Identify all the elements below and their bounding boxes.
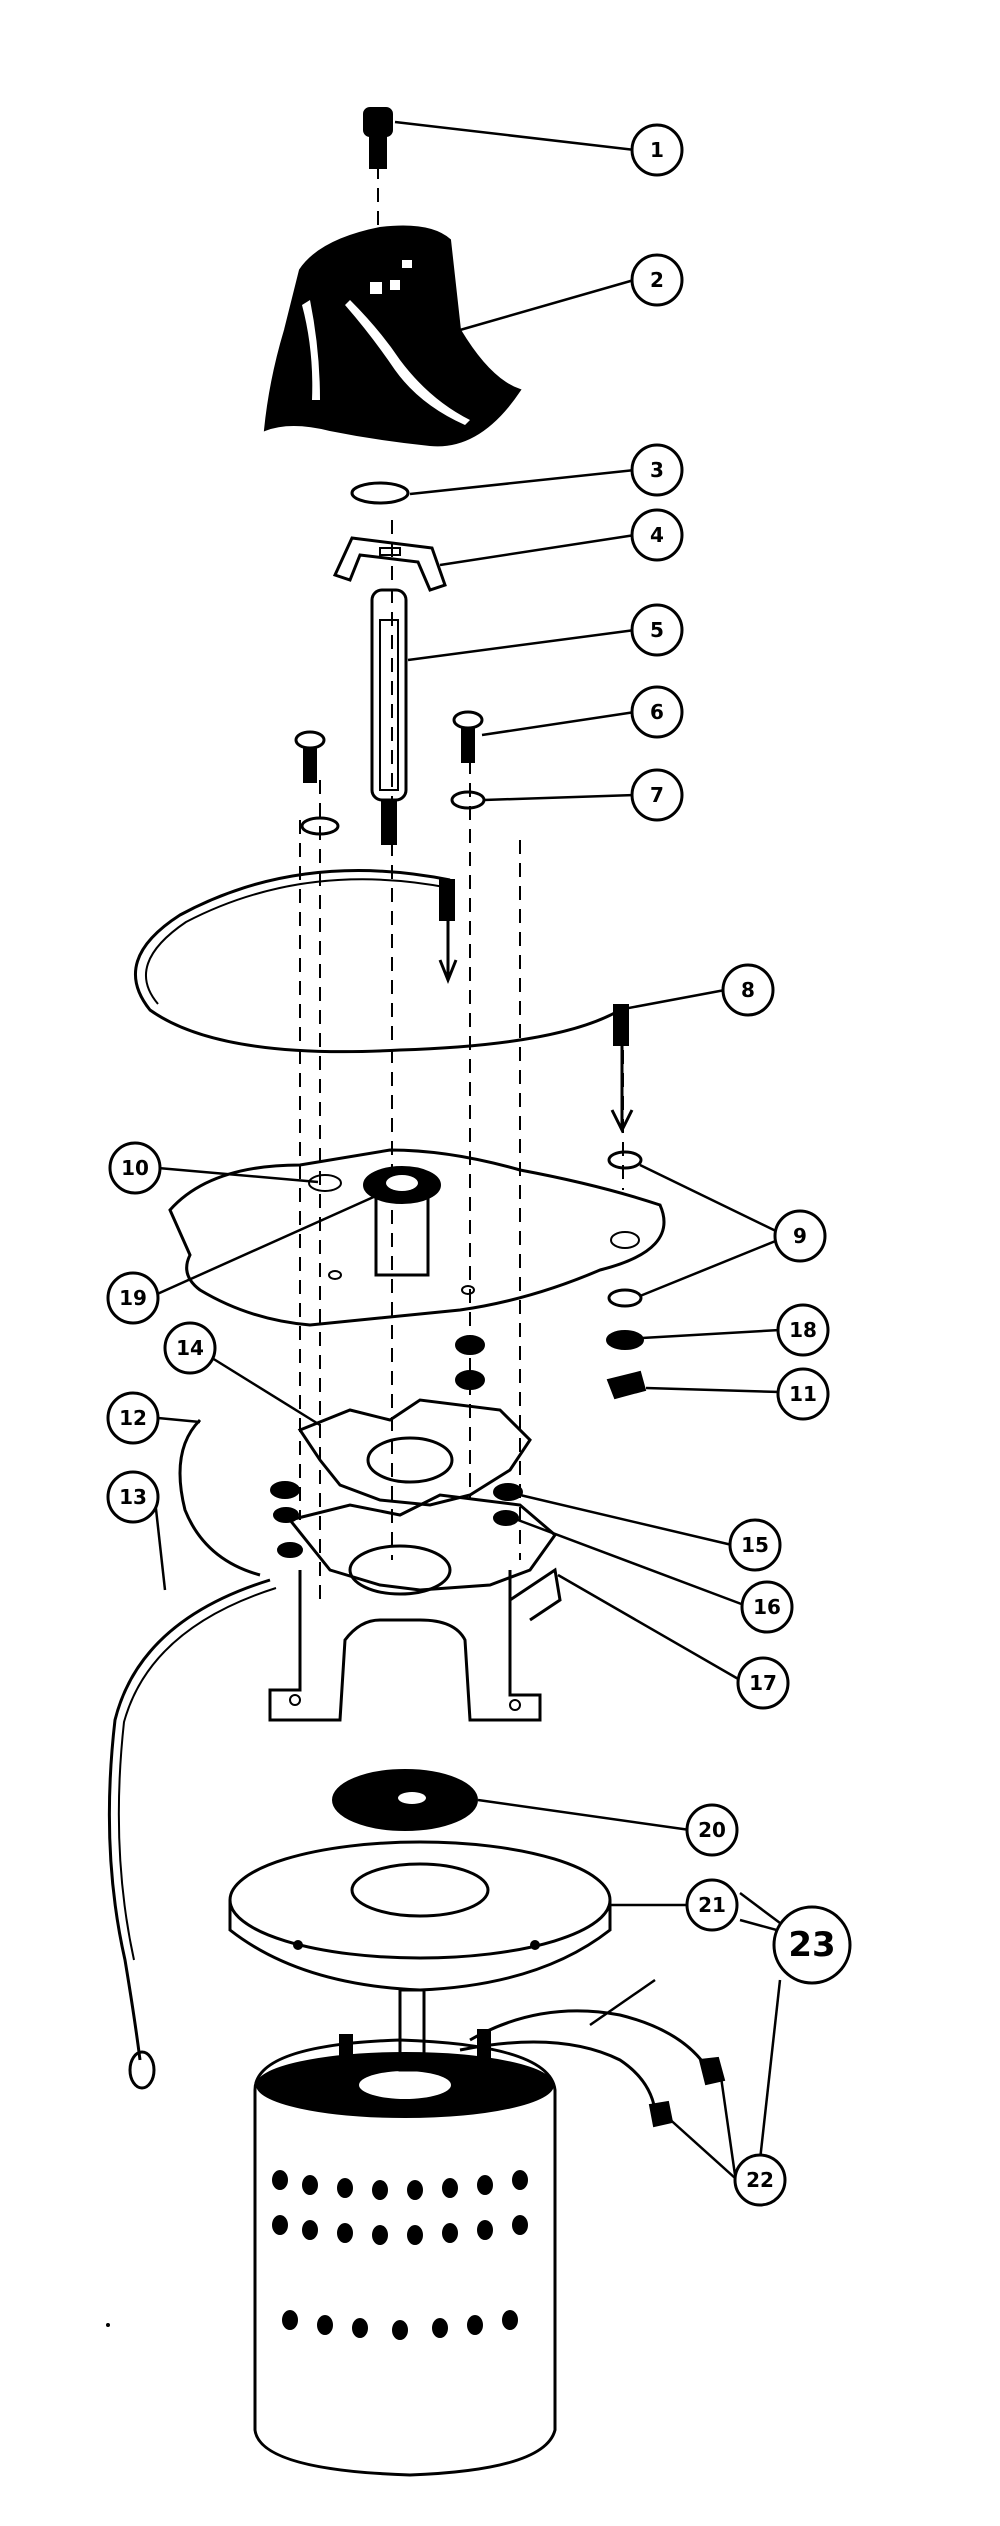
part-gasket-20	[332, 1769, 478, 1831]
callout-1: 1	[630, 123, 684, 177]
callout-12: 12	[106, 1391, 160, 1445]
part-screw-6	[294, 710, 484, 783]
callout-20: 20	[685, 1803, 739, 1857]
callout-label: 15	[741, 1533, 769, 1557]
callout-3: 3	[630, 443, 684, 497]
part-mounting-plate	[168, 1148, 666, 1327]
callout-17: 17	[736, 1656, 790, 1710]
callout-label: 3	[650, 458, 664, 482]
part-nuts-15-16	[270, 1481, 523, 1558]
callout-label: 17	[749, 1671, 777, 1695]
callout-label: 6	[650, 700, 664, 724]
part-motor	[253, 1988, 726, 2477]
callout-19: 19	[106, 1271, 160, 1325]
callout-7: 7	[630, 768, 684, 822]
part-bolt	[363, 107, 393, 169]
callout-label: 7	[650, 783, 664, 807]
part-washer-3	[350, 481, 410, 505]
callout-label: 18	[789, 1318, 817, 1342]
callout-label: 20	[698, 1818, 726, 1842]
callout-label: 21	[698, 1893, 726, 1917]
callout-16: 16	[740, 1580, 794, 1634]
callout-label: 10	[121, 1156, 149, 1180]
callout-label: 16	[753, 1595, 781, 1619]
part-wire-12	[178, 1418, 261, 1577]
callout-label: 9	[793, 1224, 807, 1248]
part-mounting-ring-21	[228, 1840, 612, 1992]
callout-label: 2	[650, 268, 664, 292]
part-washers-center	[455, 1335, 485, 1390]
callout-2: 2	[630, 253, 684, 307]
callout-label: 5	[650, 618, 664, 642]
callout-label: 22	[746, 2168, 774, 2192]
part-wire-harness-8	[134, 869, 634, 1134]
part-motor-bracket-17	[268, 1493, 562, 1722]
callout-label: 23	[788, 1925, 835, 1965]
callout-22: 22	[733, 2153, 787, 2207]
part-shaft-5	[370, 588, 408, 845]
callout-label: 8	[741, 978, 755, 1002]
callout-15: 15	[728, 1518, 782, 1572]
callout-6: 6	[630, 685, 684, 739]
callout-13: 13	[106, 1470, 160, 1524]
callout-8: 8	[721, 963, 775, 1017]
callout-11: 11	[776, 1367, 830, 1421]
callout-5: 5	[630, 603, 684, 657]
callout-18: 18	[776, 1303, 830, 1357]
part-ground-wire-13	[107, 1578, 277, 2090]
callout-label: 14	[176, 1336, 204, 1360]
callout-4: 4	[630, 508, 684, 562]
part-bracket-4	[332, 536, 447, 592]
callout-9: 9	[773, 1209, 827, 1263]
callout-10-left: 10	[108, 1141, 162, 1195]
callout-14: 14	[163, 1321, 217, 1375]
part-upper-bracket-14	[297, 1398, 532, 1507]
callout-label: 19	[119, 1286, 147, 1310]
callout-label: 4	[650, 523, 664, 547]
callout-label: 1	[650, 138, 664, 162]
callout-label: 11	[789, 1382, 817, 1406]
callout-23: 23	[772, 1905, 852, 1985]
part-fan-blade	[263, 225, 522, 447]
callout-label: 13	[119, 1485, 147, 1509]
part-washers-right	[606, 1150, 647, 1400]
scan-speck	[106, 2323, 110, 2327]
callout-label: 12	[119, 1406, 147, 1430]
motor-vent-holes	[272, 2170, 528, 2340]
callout-21: 21	[685, 1878, 739, 1932]
leader-lines	[153, 120, 796, 2179]
